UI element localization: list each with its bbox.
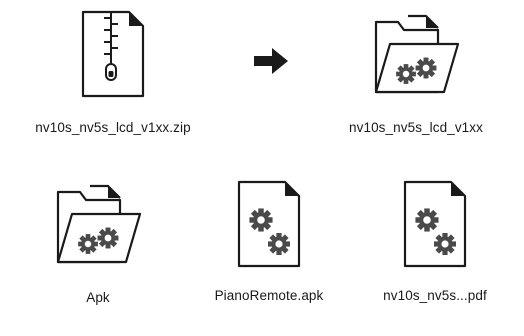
gear-folder-icon [50, 178, 146, 270]
file-item-zip[interactable]: nv10s_nv5s_lcd_v1xx.zip [8, 8, 218, 135]
folder-item-apk[interactable]: Apk [36, 178, 160, 305]
file-item-apk[interactable]: PianoRemote.apk [194, 178, 344, 303]
file-label: nv10s_nv5s...pdf [383, 288, 487, 303]
folder-item-output[interactable]: nv10s_nv5s_lcd_v1xx [316, 8, 516, 135]
folder-label: nv10s_nv5s_lcd_v1xx [349, 120, 483, 135]
arrow-right-icon [252, 46, 292, 76]
file-label: PianoRemote.apk [214, 288, 324, 303]
file-label: nv10s_nv5s_lcd_v1xx.zip [35, 120, 191, 135]
folder-label: Apk [86, 290, 110, 305]
gear-folder-icon [368, 8, 464, 100]
gear-file-icon [395, 178, 475, 270]
file-item-pdf[interactable]: nv10s_nv5s...pdf [360, 178, 510, 303]
gear-file-icon [229, 178, 309, 270]
zip-file-icon [73, 8, 153, 100]
